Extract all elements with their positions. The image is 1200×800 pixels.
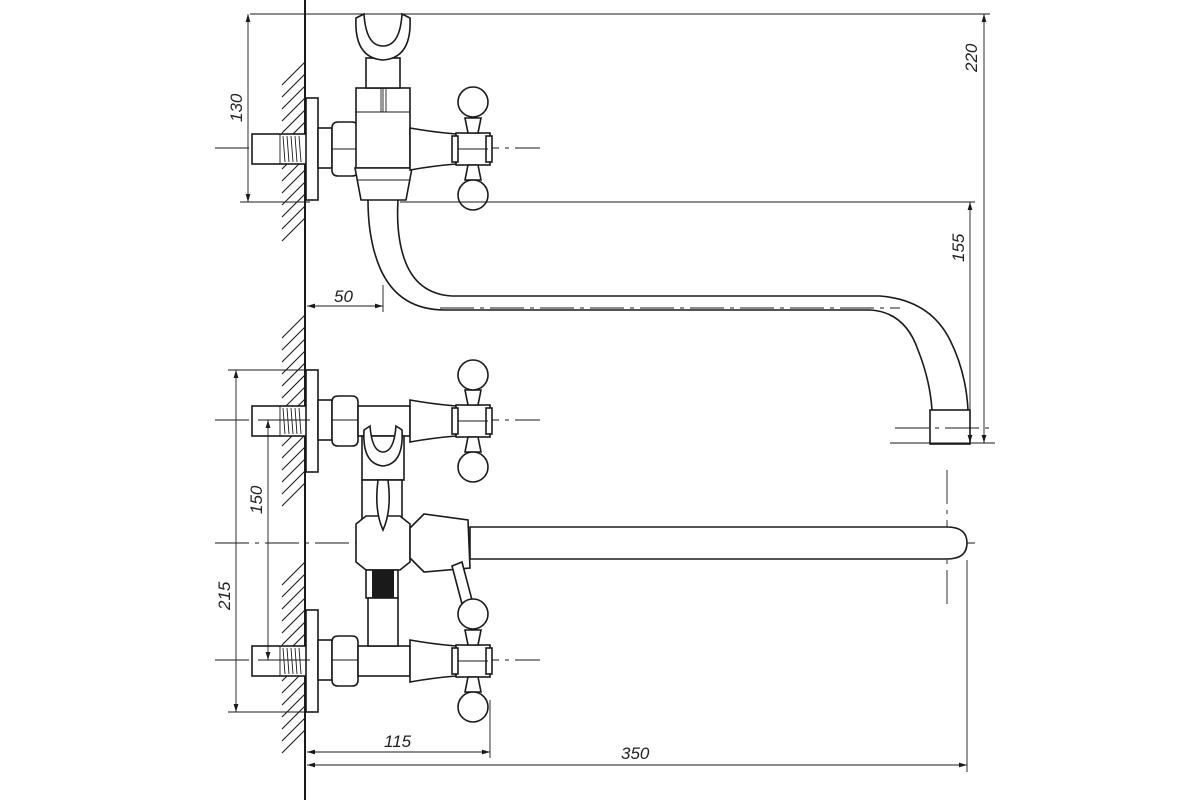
hex-nut-top xyxy=(331,121,359,177)
cross-handle-top xyxy=(451,86,493,211)
hex-nut-upper xyxy=(331,395,359,447)
dimension-50-label: 50 xyxy=(334,287,353,306)
valve-stem-lower xyxy=(409,639,457,683)
faucet-bottom-view xyxy=(215,359,975,723)
dimension-155: 155 xyxy=(400,201,975,443)
flange-upper xyxy=(305,369,319,473)
dimension-215: 215 xyxy=(215,369,310,713)
valve-stem-top xyxy=(409,127,457,171)
flange-top xyxy=(305,97,319,201)
dimension-350-label: 350 xyxy=(621,744,650,763)
cross-handle-lower xyxy=(451,598,493,723)
threaded-inlet-top xyxy=(251,133,308,165)
wall xyxy=(281,0,306,800)
threaded-inlet-lower xyxy=(251,645,308,677)
threaded-inlet-upper xyxy=(251,405,308,437)
mixer-body xyxy=(355,424,411,647)
dimension-220-label: 220 xyxy=(962,43,981,73)
dimension-115-label: 115 xyxy=(384,732,412,751)
connector-pipe-lower xyxy=(357,645,411,677)
valve-body-top xyxy=(354,87,413,201)
collar-upper xyxy=(317,399,333,441)
hex-nut-lower xyxy=(331,635,359,687)
straight-spout xyxy=(469,526,968,560)
collar-top xyxy=(317,127,333,169)
dimension-130: 130 xyxy=(227,14,310,203)
dimension-155-label: 155 xyxy=(949,233,968,262)
dimension-215-label: 215 xyxy=(215,581,234,611)
valve-stem-upper xyxy=(409,399,457,443)
dimension-50: 50 xyxy=(307,285,384,312)
thread-insert xyxy=(372,570,394,598)
dimension-220: 220 xyxy=(250,13,995,444)
collar-lower xyxy=(317,639,333,681)
dimension-350: 350 xyxy=(307,560,968,772)
curved-spout xyxy=(367,199,971,445)
diverter-lever xyxy=(409,513,473,606)
wall-hatching-top xyxy=(281,61,306,242)
dimension-130-label: 130 xyxy=(227,93,246,122)
cross-handle-upper xyxy=(451,359,493,483)
faucet-top-view xyxy=(215,12,990,445)
flange-lower xyxy=(305,609,319,713)
dimension-150: 150 xyxy=(247,419,310,661)
dimension-115: 115 xyxy=(307,700,491,758)
dimension-150-label: 150 xyxy=(247,485,266,514)
